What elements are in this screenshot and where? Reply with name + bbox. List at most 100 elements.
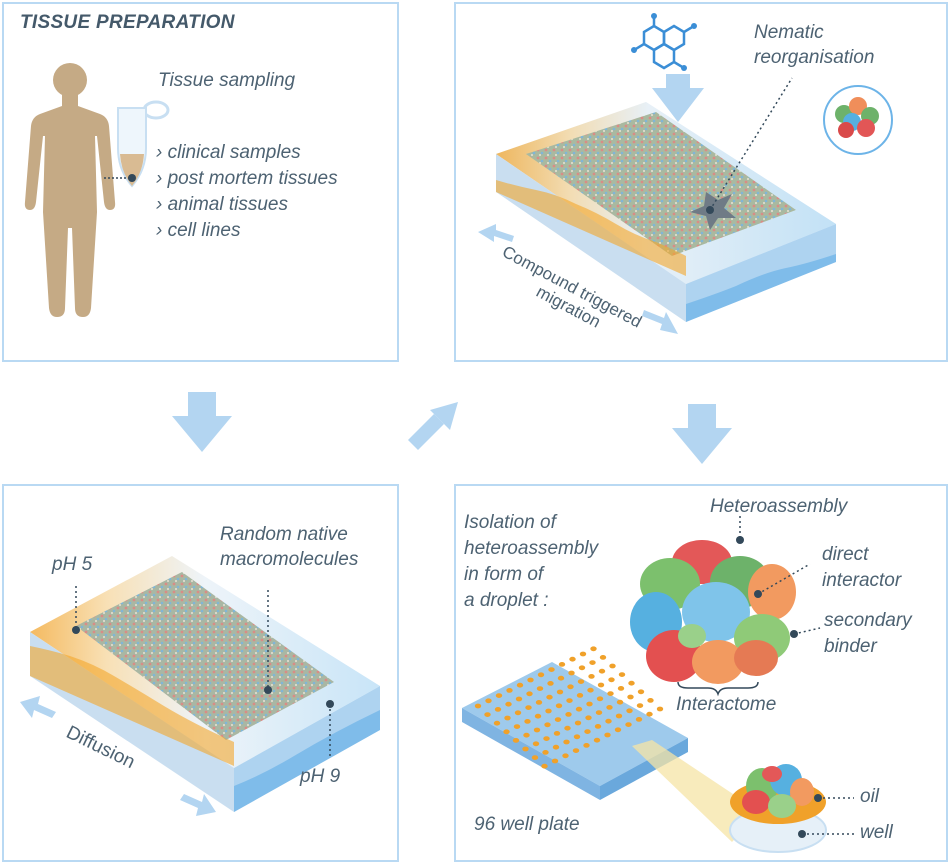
down-arrow-left <box>172 392 232 452</box>
heteroassembly-badge-icon <box>823 85 893 155</box>
plate-well <box>605 718 612 724</box>
isolation-desc-line4: a droplet : <box>464 590 549 611</box>
plate-well <box>536 686 544 691</box>
plate-well <box>647 698 654 703</box>
well-label: well <box>860 822 893 843</box>
diffusion-panel: Random native macromolecules pH 5 pH 9 D… <box>2 484 399 862</box>
plate-well <box>495 693 503 698</box>
plate-well <box>583 743 590 748</box>
plate-well <box>546 694 553 700</box>
panel-title: TISSUE PREPARATION <box>20 12 235 33</box>
plate-well <box>543 736 550 741</box>
nematic-label-line1: Nematic <box>754 22 824 43</box>
plate-well <box>577 679 585 684</box>
tissue-illustration <box>24 63 170 317</box>
plate-well <box>494 707 502 712</box>
isolation-desc-line3: in form of <box>464 564 544 585</box>
plate-well <box>598 668 606 674</box>
ph-high-label: pH 9 <box>300 766 341 787</box>
plate-well <box>527 677 534 683</box>
tissue-preparation-panel: TISSUE PREPARATION Tissue sampling › cli… <box>2 2 399 362</box>
plate-well <box>584 729 591 734</box>
isolation-desc-line2: heteroassembly <box>464 538 599 559</box>
plate-well <box>604 732 611 738</box>
plate-well <box>627 694 634 700</box>
secondary-label-line2: binder <box>824 636 877 657</box>
isolation-illustration <box>462 516 854 853</box>
plate-well <box>516 682 524 688</box>
plate-well <box>515 696 523 702</box>
plate-well <box>503 729 510 735</box>
plate-well <box>615 713 623 719</box>
plate-well <box>558 662 566 667</box>
isolation-desc-line1: Isolation of <box>464 512 556 533</box>
plate-well <box>554 717 562 722</box>
plate-well <box>608 677 615 683</box>
droplet-well-icon <box>729 764 827 853</box>
plate-well <box>532 741 540 747</box>
compound-molecule-icon <box>633 16 695 70</box>
random-label-line2: macromolecules <box>220 549 359 570</box>
direct-label-line1: direct <box>822 544 869 565</box>
plate-well <box>656 706 664 712</box>
plate-well <box>635 717 643 722</box>
plate-well <box>607 691 614 696</box>
plate-well <box>552 744 560 750</box>
plate-well <box>534 713 542 719</box>
plate-well <box>541 763 548 769</box>
ph-low-label: pH 5 <box>52 554 93 575</box>
interactome-brace <box>677 681 759 697</box>
plate-well <box>578 665 586 671</box>
plate-well <box>585 715 592 721</box>
plate-well <box>574 720 582 726</box>
oil-label: oil <box>860 786 880 807</box>
diffusion-gel-illustration <box>20 556 380 816</box>
plate-well <box>513 724 521 729</box>
plate-well <box>553 731 561 736</box>
plate-well <box>609 663 616 669</box>
nematic-label-line2: reorganisation <box>754 47 875 68</box>
plate-well <box>594 724 602 729</box>
plate-well <box>568 670 575 676</box>
source-animal: › animal tissues <box>156 194 288 215</box>
up-right-arrow <box>408 402 458 450</box>
plate-well <box>504 715 511 721</box>
plate-well <box>569 656 576 662</box>
secondary-label-line1: secondary <box>824 610 912 631</box>
plate-well <box>493 720 501 726</box>
plate-well <box>474 703 482 709</box>
plate-well <box>588 674 595 679</box>
plate-well <box>542 750 549 755</box>
plate-well <box>523 732 530 738</box>
plate-well <box>562 753 569 759</box>
isolation-panel: Isolation of heteroassembly in form of a… <box>454 484 948 862</box>
plate-well <box>646 711 653 717</box>
plate-well <box>614 727 622 733</box>
heteroassembly-label: Heteroassembly <box>710 496 848 517</box>
plate-well <box>531 755 539 760</box>
plate-well <box>576 693 584 698</box>
plate-well <box>524 719 531 724</box>
plate-well <box>565 712 572 717</box>
plate-well <box>564 725 571 731</box>
plate-well <box>547 681 554 686</box>
plate-well <box>567 684 574 690</box>
plate-well <box>563 739 570 745</box>
plate-well <box>596 696 604 702</box>
migration-gel-illustration <box>478 13 893 334</box>
human-body-icon <box>24 63 116 317</box>
plate-well <box>616 699 624 705</box>
plate-well <box>575 706 583 712</box>
plate-well <box>548 667 555 672</box>
well-plate-label: 96 well plate <box>474 814 580 835</box>
plate-well <box>545 708 552 714</box>
plate-well <box>533 727 541 733</box>
sample-tube-icon <box>117 100 170 188</box>
plate-well <box>628 680 635 686</box>
plate-well <box>557 675 565 681</box>
plate-well <box>586 701 593 707</box>
plate-well <box>593 737 601 743</box>
plate-well <box>522 746 529 752</box>
plate-well <box>625 722 632 727</box>
interactome-label: Interactome <box>676 694 777 715</box>
